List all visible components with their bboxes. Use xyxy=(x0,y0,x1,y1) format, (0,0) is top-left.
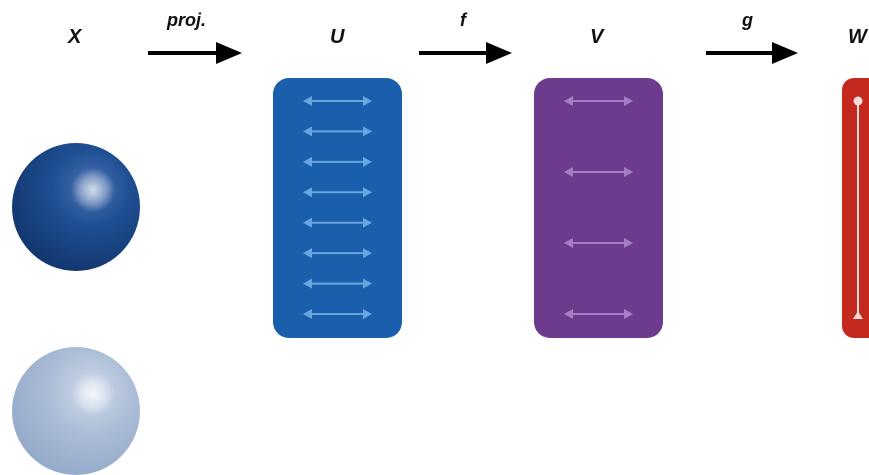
projection-arrow xyxy=(148,42,242,64)
V-block-body xyxy=(534,78,663,338)
double-headed-arrow-icon xyxy=(564,96,633,106)
f-arrow xyxy=(419,42,512,64)
U-block xyxy=(273,78,402,338)
label-U: U xyxy=(330,26,345,48)
W-block xyxy=(842,78,869,338)
V-arrows xyxy=(564,96,633,319)
vertical-segment-icon xyxy=(853,96,863,319)
double-headed-arrow-icon xyxy=(303,187,372,198)
W-block-body xyxy=(842,78,869,338)
sphere-highlight xyxy=(71,372,115,416)
double-headed-arrow-icon xyxy=(303,309,372,319)
U-block-body xyxy=(273,78,402,338)
double-headed-arrow-icon xyxy=(303,156,372,167)
double-headed-arrow-icon xyxy=(564,309,633,319)
sphere-icon xyxy=(12,347,140,475)
V-block xyxy=(534,78,663,338)
double-headed-arrow-icon xyxy=(564,238,633,248)
double-headed-arrow-icon xyxy=(303,96,372,106)
projection-label: proj. xyxy=(166,10,206,30)
label-W: W xyxy=(848,26,869,48)
double-headed-arrow-icon xyxy=(303,126,372,137)
label-X: X xyxy=(67,26,83,48)
double-headed-arrow-icon xyxy=(303,278,372,289)
U-arrows xyxy=(303,96,372,319)
label-V: V xyxy=(590,26,605,48)
double-headed-arrow-icon xyxy=(303,248,372,259)
g-label: g xyxy=(741,10,753,30)
g-arrow xyxy=(706,42,798,64)
sphere-light xyxy=(12,347,140,475)
double-headed-arrow-icon xyxy=(564,167,633,177)
sphere-icon xyxy=(12,143,140,271)
f-label: f xyxy=(460,10,468,30)
sphere-dark xyxy=(12,143,140,271)
sphere-highlight xyxy=(71,168,115,212)
double-headed-arrow-icon xyxy=(303,217,372,228)
